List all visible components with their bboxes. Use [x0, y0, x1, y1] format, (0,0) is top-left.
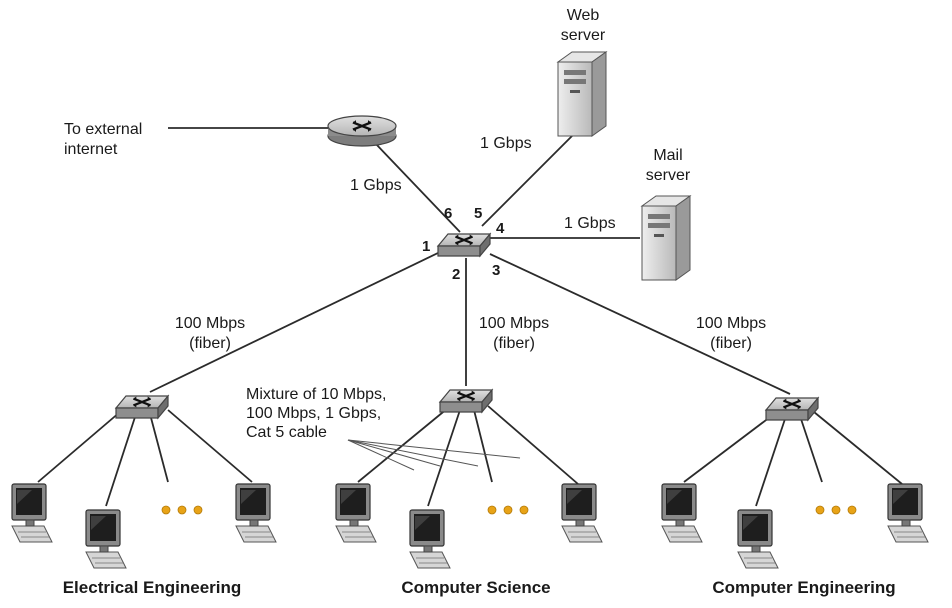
ce-link-speed: 100 Mbps(fiber): [695, 315, 767, 352]
more-hosts-dots: [487, 505, 529, 515]
mail-server-icon: [641, 195, 691, 281]
cs-link-speed: 100 Mbps(fiber): [478, 315, 550, 352]
core-switch-icon: [438, 234, 490, 256]
link-core-ce-switch: [489, 253, 791, 395]
more-hosts-dots: [815, 505, 857, 515]
router-icon: [327, 115, 397, 147]
port-label: 4: [496, 220, 505, 237]
ee-link-speed: 100 Mbps(fiber): [174, 315, 246, 352]
host-links: [37, 405, 903, 507]
mixture-label: Mixture of 10 Mbps,100 Mbps, 1 Gbps,Cat …: [246, 386, 387, 441]
dept-label-electrical-engineering: Electrical Engineering: [62, 578, 242, 597]
computer-icon: [887, 483, 929, 543]
switch-icon: [766, 398, 818, 420]
port-label: 6: [444, 205, 453, 222]
web-server-icon: [557, 51, 607, 137]
computer-icon: [409, 509, 451, 569]
dept-label-computer-science: Computer Science: [401, 578, 551, 597]
dept-label-computer-engineering: Computer Engineering: [712, 578, 896, 597]
link-router-core: [374, 142, 461, 233]
web-link-speed: 1 Gbps: [480, 135, 532, 152]
computer-icon: [661, 483, 703, 543]
computer-icon: [737, 509, 779, 569]
link-core-webserver: [481, 131, 577, 227]
mail-link-speed: 1 Gbps: [564, 215, 616, 232]
switch-icon: [116, 396, 168, 418]
computer-icon: [85, 509, 127, 569]
port-label: 2: [452, 266, 461, 283]
computer-icon: [335, 483, 377, 543]
link-core-ee-switch: [149, 251, 441, 393]
more-hosts-dots: [161, 505, 203, 515]
computer-icon: [235, 483, 277, 543]
switch-icon: [440, 390, 492, 412]
computer-icon: [11, 483, 53, 543]
router-link-speed: 1 Gbps: [350, 177, 402, 194]
port-label: 1: [422, 238, 431, 255]
port-label: 5: [474, 205, 483, 222]
mixture-callout-lines: [347, 439, 521, 471]
computer-icon: [561, 483, 603, 543]
port-label: 3: [492, 262, 501, 279]
